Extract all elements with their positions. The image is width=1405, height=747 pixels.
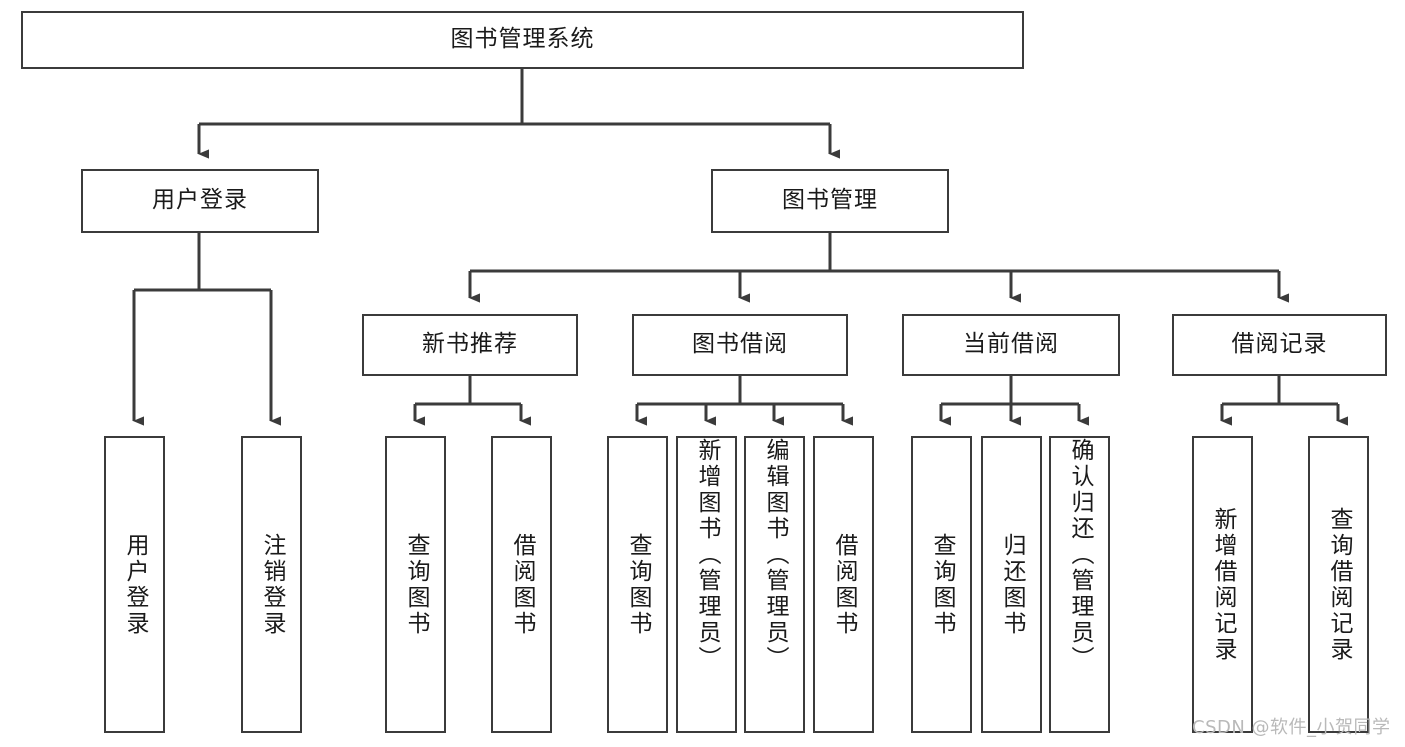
leaf-user-logout[interactable]: 注销登录 <box>241 436 302 733</box>
leaf-borrow-book-1[interactable]: 借阅图书 <box>491 436 552 733</box>
node-book-borrow[interactable]: 图书借阅 <box>632 314 848 376</box>
leaf-edit-book-label: 编辑图书（管理员） <box>762 438 788 672</box>
leaf-add-record[interactable]: 新增借阅记录 <box>1192 436 1253 733</box>
node-book-management-label: 图书管理 <box>782 187 878 214</box>
node-user-login-label: 用户登录 <box>152 187 248 214</box>
node-current-borrow-label: 当前借阅 <box>963 331 1059 358</box>
leaf-add-record-label: 新增借阅记录 <box>1210 506 1236 663</box>
csdn-watermark: CSDN @软件_小贺同学 <box>1192 717 1391 738</box>
leaf-return-book[interactable]: 归还图书 <box>981 436 1042 733</box>
leaf-confirm-return-label: 确认归还（管理员） <box>1067 438 1093 672</box>
node-user-login[interactable]: 用户登录 <box>81 169 319 233</box>
node-borrow-records[interactable]: 借阅记录 <box>1172 314 1387 376</box>
node-current-borrow[interactable]: 当前借阅 <box>902 314 1120 376</box>
leaf-query-book-2[interactable]: 查询图书 <box>607 436 668 733</box>
leaf-query-book-1-label: 查询图书 <box>403 532 429 637</box>
leaf-borrow-book-1-label: 借阅图书 <box>509 532 535 637</box>
leaf-user-login[interactable]: 用户登录 <box>104 436 165 733</box>
leaf-query-book-3-label: 查询图书 <box>929 532 955 637</box>
leaf-query-book-1[interactable]: 查询图书 <box>385 436 446 733</box>
leaf-user-login-label: 用户登录 <box>122 532 148 637</box>
leaf-user-logout-label: 注销登录 <box>259 532 285 637</box>
leaf-borrow-book-2[interactable]: 借阅图书 <box>813 436 874 733</box>
node-borrow-records-label: 借阅记录 <box>1231 331 1328 358</box>
leaf-query-record[interactable]: 查询借阅记录 <box>1308 436 1369 733</box>
node-root-label: 图书管理系统 <box>450 26 595 53</box>
node-root[interactable]: 图书管理系统 <box>21 11 1024 69</box>
leaf-add-book[interactable]: 新增图书（管理员） <box>676 436 737 733</box>
leaf-confirm-return[interactable]: 确认归还（管理员） <box>1049 436 1110 733</box>
node-book-borrow-label: 图书借阅 <box>692 331 788 358</box>
leaf-query-book-3[interactable]: 查询图书 <box>911 436 972 733</box>
node-new-book-recommend-label: 新书推荐 <box>422 331 518 358</box>
leaf-return-book-label: 归还图书 <box>999 532 1025 637</box>
node-book-management[interactable]: 图书管理 <box>711 169 949 233</box>
leaf-add-book-label: 新增图书（管理员） <box>694 438 720 672</box>
leaf-query-record-label: 查询借阅记录 <box>1326 506 1352 663</box>
leaf-borrow-book-2-label: 借阅图书 <box>831 532 857 637</box>
leaf-edit-book[interactable]: 编辑图书（管理员） <box>744 436 805 733</box>
node-new-book-recommend[interactable]: 新书推荐 <box>362 314 578 376</box>
leaf-query-book-2-label: 查询图书 <box>625 532 651 637</box>
